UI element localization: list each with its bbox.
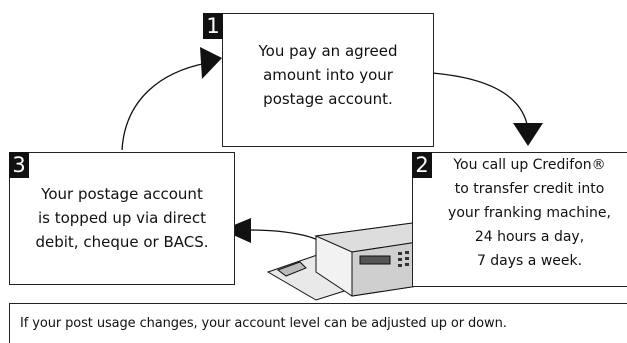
step-1-box [222, 13, 434, 147]
step-1-line-2: amount into your [263, 66, 393, 84]
step-3-line-2: is topped up via direct [37, 209, 207, 227]
arrow-head-to-step-1 [200, 47, 222, 79]
step-2-box [412, 152, 627, 287]
step-2-line-5: 7 days a week. [476, 253, 583, 269]
step-2-line-4: 24 hours a day, [474, 229, 585, 245]
arrow-head-to-step-2 [513, 123, 543, 146]
step-3-number: 3 [9, 152, 29, 178]
step-1-line-3: postage account. [263, 90, 393, 108]
step-2-line-1: You call up Credifon® [453, 157, 606, 173]
step-3-line-3: debit, cheque or BACS. [35, 233, 209, 251]
step-2-line-2: to transfer credit into [454, 181, 605, 197]
step-1-number: 1 [203, 13, 223, 39]
step-1-line-1: You pay an agreed [258, 42, 398, 60]
arrow-1-to-2 [431, 72, 528, 125]
footer-note-box [9, 303, 627, 343]
step-2-line-3: your franking machine, [448, 205, 611, 221]
step-2-number: 2 [412, 152, 432, 178]
arrow-head-to-step-3 [222, 218, 251, 243]
footer-note: If your post usage changes, your account… [20, 316, 507, 331]
step-3-line-1: Your postage account [41, 185, 203, 203]
step-3-box [9, 152, 235, 285]
arrow-3-to-1 [121, 62, 208, 151]
arrow-2-to-3 [249, 229, 319, 241]
